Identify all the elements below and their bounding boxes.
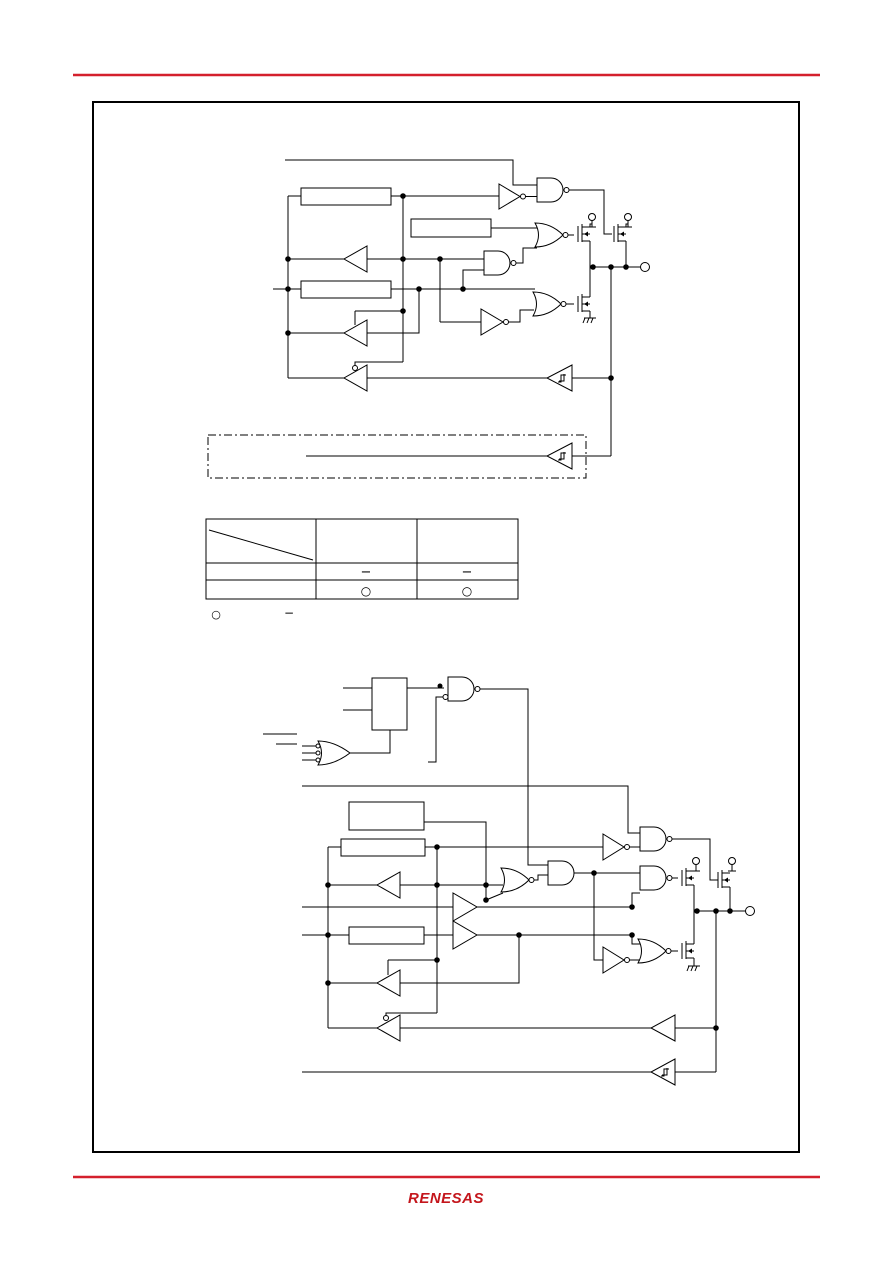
latch-block xyxy=(371,677,408,731)
table-row-2-col-2: ○ xyxy=(361,584,371,598)
function-block-2 xyxy=(410,218,492,238)
output-pin-1 xyxy=(640,262,650,272)
output-pin-2 xyxy=(745,906,755,916)
table-row-1-col-2: − xyxy=(361,565,372,580)
optional-block-outline xyxy=(207,434,587,479)
function-block-4 xyxy=(348,801,425,831)
renesas-logo: RENESAS xyxy=(408,1190,484,1207)
function-block-6 xyxy=(348,926,425,945)
pin-function-table: − − ○ ○ ○ − xyxy=(205,518,519,621)
logo-text: RENESAS xyxy=(408,1190,484,1207)
table-row-2-col-3: ○ xyxy=(462,584,472,598)
table-row-1-col-3: − xyxy=(462,565,473,580)
legend-absent-mark: − xyxy=(284,606,294,620)
legend-present-mark: ○ xyxy=(211,608,221,621)
function-block-5 xyxy=(340,838,426,857)
circuit-diagram-1 xyxy=(207,159,650,479)
function-block-1 xyxy=(300,187,392,206)
figure-frame xyxy=(92,101,800,1153)
function-block-3 xyxy=(300,280,392,299)
circuit-diagram-2 xyxy=(263,676,755,1086)
